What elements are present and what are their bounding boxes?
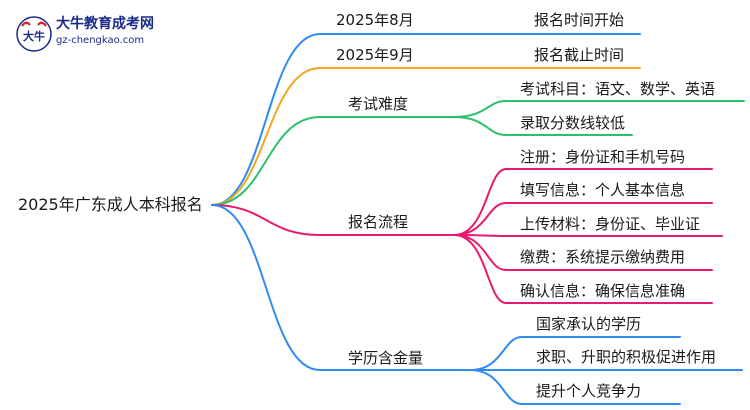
branch-connector [211,204,457,371]
leaf-connector [455,369,681,405]
leaf-connector [439,234,713,304]
leaf-step-pay: 缴费：系统提示缴纳费用 [520,248,686,266]
logo-title: 大牛教育成考网 [56,16,154,32]
leaf-national-recognition: 国家承认的学历 [536,315,642,333]
branch-connector [211,67,441,206]
branch-connector [211,33,441,206]
leaf-career-boost: 求职、升职的积极促进作用 [536,348,717,366]
branch-aug-2025: 2025年8月 [336,11,414,29]
branch-connector [211,204,441,236]
branch-registration-process: 报名流程 [348,213,409,231]
leaf-low-cutoff: 录取分数线较低 [520,114,626,132]
leaf-step-register: 注册：身份证和手机号码 [520,148,686,166]
bull-logo-icon: 大牛 [16,16,52,52]
svg-text:大牛: 大牛 [23,29,45,43]
leaf-exam-subjects: 考试科目：语文、数学、英语 [520,80,716,98]
root-node: 2025年广东成人本科报名 [18,195,203,214]
branch-sep-2025: 2025年9月 [336,46,414,64]
leaf-step-upload: 上传材料：身份证、毕业证 [520,215,701,233]
leaf-competitiveness: 提升个人竞争力 [536,382,642,400]
branch-degree-value: 学历含金量 [348,349,424,367]
leaf-step-confirm: 确认信息：确保信息准确 [520,282,686,300]
branch-exam-difficulty: 考试难度 [348,95,409,113]
branch-connector [211,116,441,206]
leaf-connector [439,116,633,136]
site-logo: 大牛 大牛教育成考网 gz-chengkao.com [16,14,186,54]
leaf-step-fill-info: 填写信息：个人基本信息 [520,181,686,199]
leaf-registration-start: 报名时间开始 [534,11,625,29]
logo-url: gz-chengkao.com [56,35,145,46]
leaf-registration-deadline: 报名截止时间 [534,46,625,64]
leaf-connector [439,234,723,237]
